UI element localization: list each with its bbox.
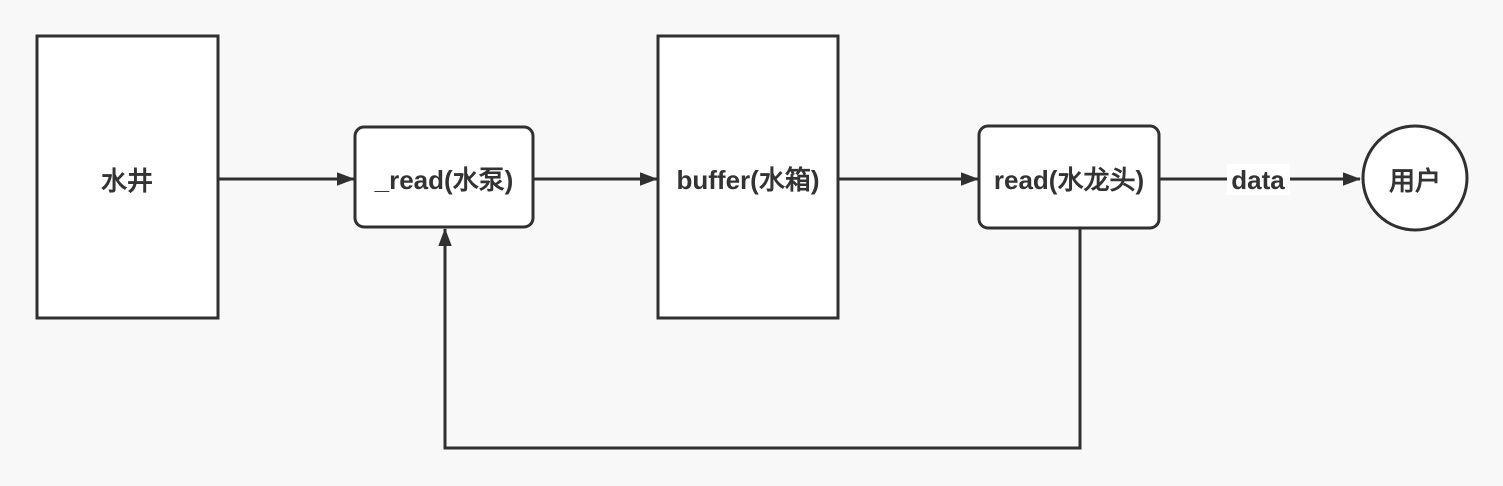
node-label-read-faucet: read(水龙头) — [994, 165, 1144, 195]
edges-layer — [218, 172, 1361, 450]
edge-faucet-to-pump-feedback — [438, 228, 1082, 450]
node-label-water-well: 水井 — [101, 166, 153, 196]
edge-label-data: data — [1231, 165, 1285, 195]
node-read-pump — [353, 125, 535, 229]
node-label-user: 用户 — [1389, 166, 1441, 196]
node-read-faucet — [977, 124, 1161, 230]
labels-layer: 水井 _read(水泵) buffer(水箱) read(水龙头) 用户 dat… — [101, 165, 1441, 196]
node-label-buffer-tank: buffer(水箱) — [677, 165, 820, 195]
node-user — [1361, 124, 1469, 232]
node-buffer-tank — [656, 34, 840, 320]
nodes-layer — [35, 34, 1469, 320]
edge-label-data-background — [1227, 164, 1290, 195]
node-water-well — [35, 34, 220, 320]
node-label-read-pump: _read(水泵) — [374, 165, 514, 195]
